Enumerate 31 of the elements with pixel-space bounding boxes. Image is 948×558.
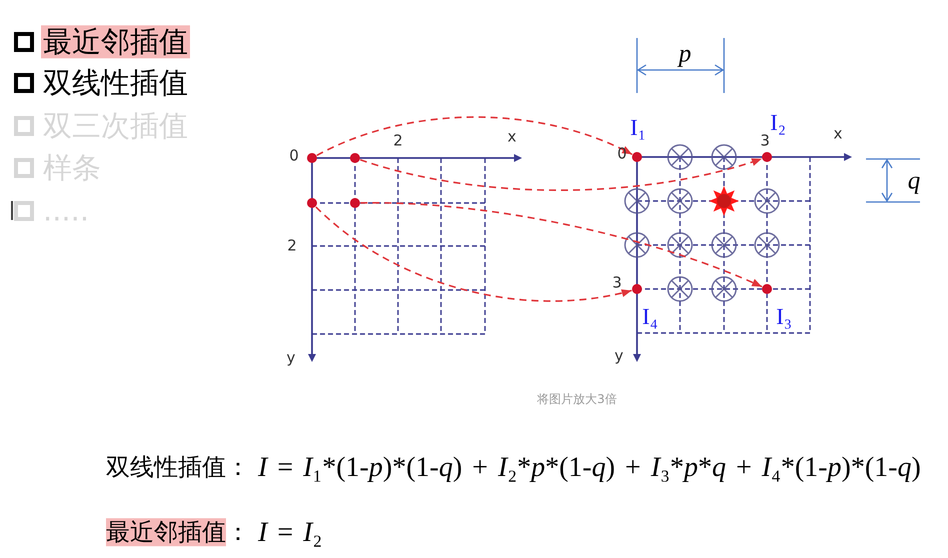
- axis-label: 0: [289, 148, 299, 164]
- formula-label: 双线性插值：: [106, 454, 250, 482]
- dashed-arrow: [360, 158, 762, 191]
- caption: 将图片放大3倍: [537, 393, 617, 407]
- axis-label: 2: [287, 238, 297, 254]
- dimension-label: p: [678, 40, 692, 70]
- data-point: [350, 153, 360, 163]
- axis-label: x: [834, 126, 842, 142]
- axis-label: 3: [760, 134, 770, 148]
- data-point: [307, 198, 317, 208]
- dashed-arrow: [316, 116, 633, 156]
- axis-label: y: [614, 348, 624, 364]
- data-point: [307, 153, 317, 163]
- dashed-arrow: [360, 202, 762, 288]
- point-label: I₃: [776, 304, 792, 330]
- formula: I = I₂: [258, 516, 322, 550]
- axis-label: 2: [393, 134, 403, 148]
- list-item: 最近邻插值: [41, 25, 190, 59]
- dashed-arrow: [315, 206, 632, 302]
- axis-label: 0: [617, 146, 627, 162]
- axis-label: y: [286, 350, 296, 366]
- point-label: I₁: [630, 116, 646, 140]
- data-point: [350, 198, 360, 208]
- list-item: 双线性插值: [43, 66, 188, 100]
- dimension-label: q: [908, 168, 920, 196]
- list-item: .....: [43, 194, 90, 228]
- formula: I = I₁*(1-p)*(1-q) + I₂*p*(1-q) + I₃*p*q + I₄*(1-p)*(1-q): [258, 452, 921, 484]
- axis-label: 3: [612, 276, 622, 290]
- point-label: I₄: [642, 304, 658, 330]
- axis-label: x: [508, 130, 516, 144]
- point-label: I₂: [770, 110, 786, 136]
